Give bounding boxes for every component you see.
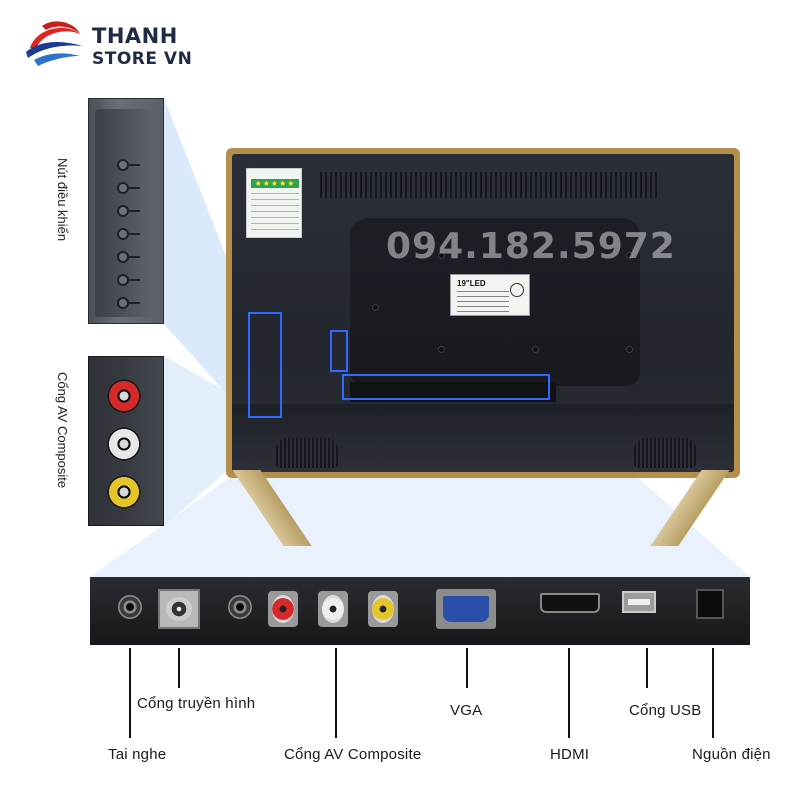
ports-highlight-box bbox=[342, 374, 550, 400]
label-headphone: Tai nghe bbox=[108, 746, 167, 763]
brand-logo: THANH STORE VN bbox=[22, 18, 212, 70]
phone-watermark: 094.182.5972 bbox=[386, 226, 676, 267]
energy-sticker: ★★★★★ bbox=[246, 168, 302, 238]
av-highlight-box bbox=[330, 330, 348, 372]
leader-antenna bbox=[178, 648, 180, 688]
rca-white-icon bbox=[107, 427, 141, 461]
control-button bbox=[117, 297, 140, 309]
rating-label-title: 19"LED bbox=[457, 279, 486, 288]
power-port bbox=[696, 589, 724, 619]
ports-panel bbox=[90, 577, 750, 645]
foot-mount bbox=[276, 438, 338, 468]
label-antenna: Cổng truyền hình bbox=[137, 695, 256, 712]
av-white-port bbox=[318, 591, 348, 627]
screw bbox=[372, 304, 379, 311]
button-panel bbox=[95, 109, 153, 317]
screw bbox=[438, 252, 445, 259]
vga-port bbox=[436, 589, 496, 629]
label-vga: VGA bbox=[450, 702, 483, 719]
screw bbox=[626, 252, 633, 259]
leader-power bbox=[712, 648, 714, 738]
buttons-side-label: Nút điều khiển bbox=[55, 158, 70, 242]
screw bbox=[626, 346, 633, 353]
headphone-jack bbox=[118, 595, 142, 619]
control-button bbox=[117, 159, 140, 171]
control-buttons-inset bbox=[88, 98, 164, 324]
rca-yellow-icon bbox=[107, 475, 141, 509]
rear-port-strip bbox=[350, 382, 556, 402]
leader-hdmi bbox=[568, 648, 570, 738]
leader-headphone bbox=[129, 648, 131, 738]
aux-jack bbox=[228, 595, 252, 619]
control-button bbox=[117, 205, 140, 217]
tv-back: ★★★★★ 19"LED 094.182.5972 bbox=[226, 148, 740, 478]
label-power: Nguồn điện bbox=[692, 746, 771, 763]
leader-usb bbox=[646, 648, 648, 688]
control-button bbox=[117, 182, 140, 194]
foot-mount bbox=[634, 438, 696, 468]
control-button bbox=[117, 228, 140, 240]
leader-av bbox=[335, 648, 337, 738]
usb-port bbox=[622, 591, 656, 613]
av-red-port bbox=[268, 591, 298, 627]
av-side-label: Cổng AV Composite bbox=[55, 372, 70, 489]
rca-red-icon bbox=[107, 379, 141, 413]
rating-label: 19"LED bbox=[450, 274, 530, 316]
leader-vga bbox=[466, 648, 468, 688]
label-av: Cổng AV Composite bbox=[284, 746, 422, 763]
buttons-highlight-box bbox=[248, 312, 282, 418]
vent-grille bbox=[320, 172, 660, 198]
control-button bbox=[117, 251, 140, 263]
brand-subname: STORE VN bbox=[92, 49, 193, 69]
screw bbox=[438, 346, 445, 353]
antenna-port bbox=[158, 589, 200, 629]
tv-back-panel: ★★★★★ 19"LED 094.182.5972 bbox=[232, 154, 734, 472]
av-ports-inset bbox=[88, 356, 164, 526]
label-usb: Cổng USB bbox=[629, 702, 702, 719]
label-hdmi: HDMI bbox=[550, 746, 590, 763]
brand-name: THANH bbox=[92, 24, 178, 48]
control-button bbox=[117, 274, 140, 286]
screw bbox=[532, 346, 539, 353]
av-yellow-port bbox=[368, 591, 398, 627]
hdmi-port bbox=[540, 593, 600, 613]
logo-waves-icon bbox=[26, 21, 82, 66]
